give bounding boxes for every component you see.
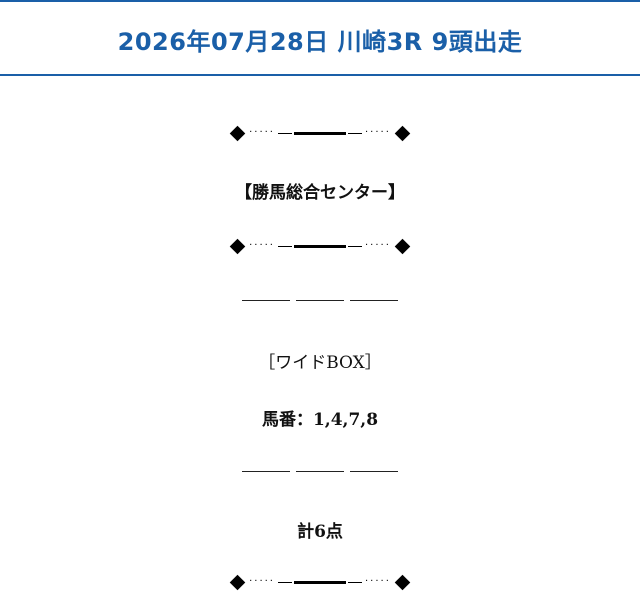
ornament-divider: ····· ····· [0, 123, 640, 143]
dots-right: ····· [365, 576, 391, 587]
dots-right: ····· [365, 240, 391, 251]
dots-left: ····· [249, 127, 275, 138]
bet-type-label: ［ワイドBOX］ [258, 353, 382, 373]
dots-left: ····· [249, 576, 275, 587]
diamond-icon [229, 125, 246, 141]
diamond-icon [394, 125, 411, 141]
diamond-icon [229, 574, 246, 590]
dash-separator [0, 300, 640, 301]
header-top-rule [0, 0, 640, 2]
page-title: 2026年07月28日 川崎3R 9頭出走 [117, 28, 523, 56]
total-points: 計6点 [297, 522, 343, 542]
diamond-icon [394, 238, 411, 254]
dots-right: ····· [365, 127, 391, 138]
horse-numbers: 馬番：1,4,7,8 [261, 410, 379, 430]
dash-separator [0, 471, 640, 472]
diamond-icon [229, 238, 246, 254]
dots-left: ····· [249, 240, 275, 251]
ornament-divider: ····· ····· [0, 236, 640, 256]
diamond-icon [394, 574, 411, 590]
ornament-divider: ····· ····· [0, 572, 640, 592]
source-label: 【勝馬総合センター】 [235, 183, 405, 203]
page-header: 2026年07月28日 川崎3R 9頭出走 [0, 2, 640, 76]
